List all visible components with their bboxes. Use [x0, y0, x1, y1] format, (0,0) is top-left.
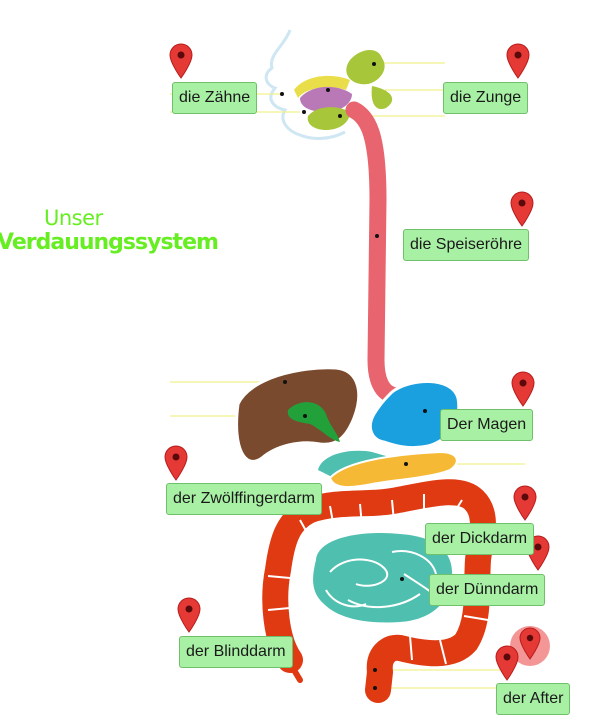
marker-dots [280, 62, 427, 690]
pancreas [328, 450, 458, 489]
jaw-lower [371, 86, 393, 110]
esophagus [345, 101, 401, 404]
label-zaehne[interactable]: die Zähne [172, 82, 258, 114]
pin-dickdarm[interactable] [513, 485, 537, 521]
gallbladder [287, 402, 340, 442]
label-blinddarm[interactable]: der Blinddarm [179, 636, 293, 668]
label-zwoelffingerdarm[interactable]: der Zwölffingerdarm [166, 483, 322, 515]
pin-after-highlight[interactable] [510, 626, 550, 666]
small-intestine [313, 533, 453, 623]
stomach [368, 380, 461, 450]
large-intestine [262, 479, 496, 703]
pin-zaehne[interactable] [169, 43, 193, 79]
label-zunge[interactable]: die Zunge [443, 82, 529, 114]
pin-after[interactable] [495, 645, 519, 681]
label-speiseroehre[interactable]: die Speiseröhre [403, 229, 530, 261]
pin-speiseroehre[interactable] [510, 191, 534, 227]
lower-teeth [307, 107, 350, 130]
small-intestine-coils [325, 550, 441, 609]
pin-zwoelffingerdarm[interactable] [164, 445, 188, 481]
label-dickdarm[interactable]: der Dickdarm [425, 523, 535, 555]
pin-blinddarm[interactable] [177, 597, 201, 633]
label-duenndarm[interactable]: der Dünndarm [429, 574, 546, 606]
pin-zunge[interactable] [506, 43, 530, 79]
pin-magen[interactable] [511, 371, 535, 407]
palate [294, 75, 350, 98]
oral-cavity [300, 86, 352, 112]
title-line-1: Unser [44, 206, 103, 230]
label-magen[interactable]: Der Magen [440, 409, 534, 441]
title-line-2: Verdauungssystem [0, 230, 219, 255]
face-outline [264, 29, 346, 140]
label-after[interactable]: der After [496, 683, 571, 715]
tongue [346, 49, 385, 85]
